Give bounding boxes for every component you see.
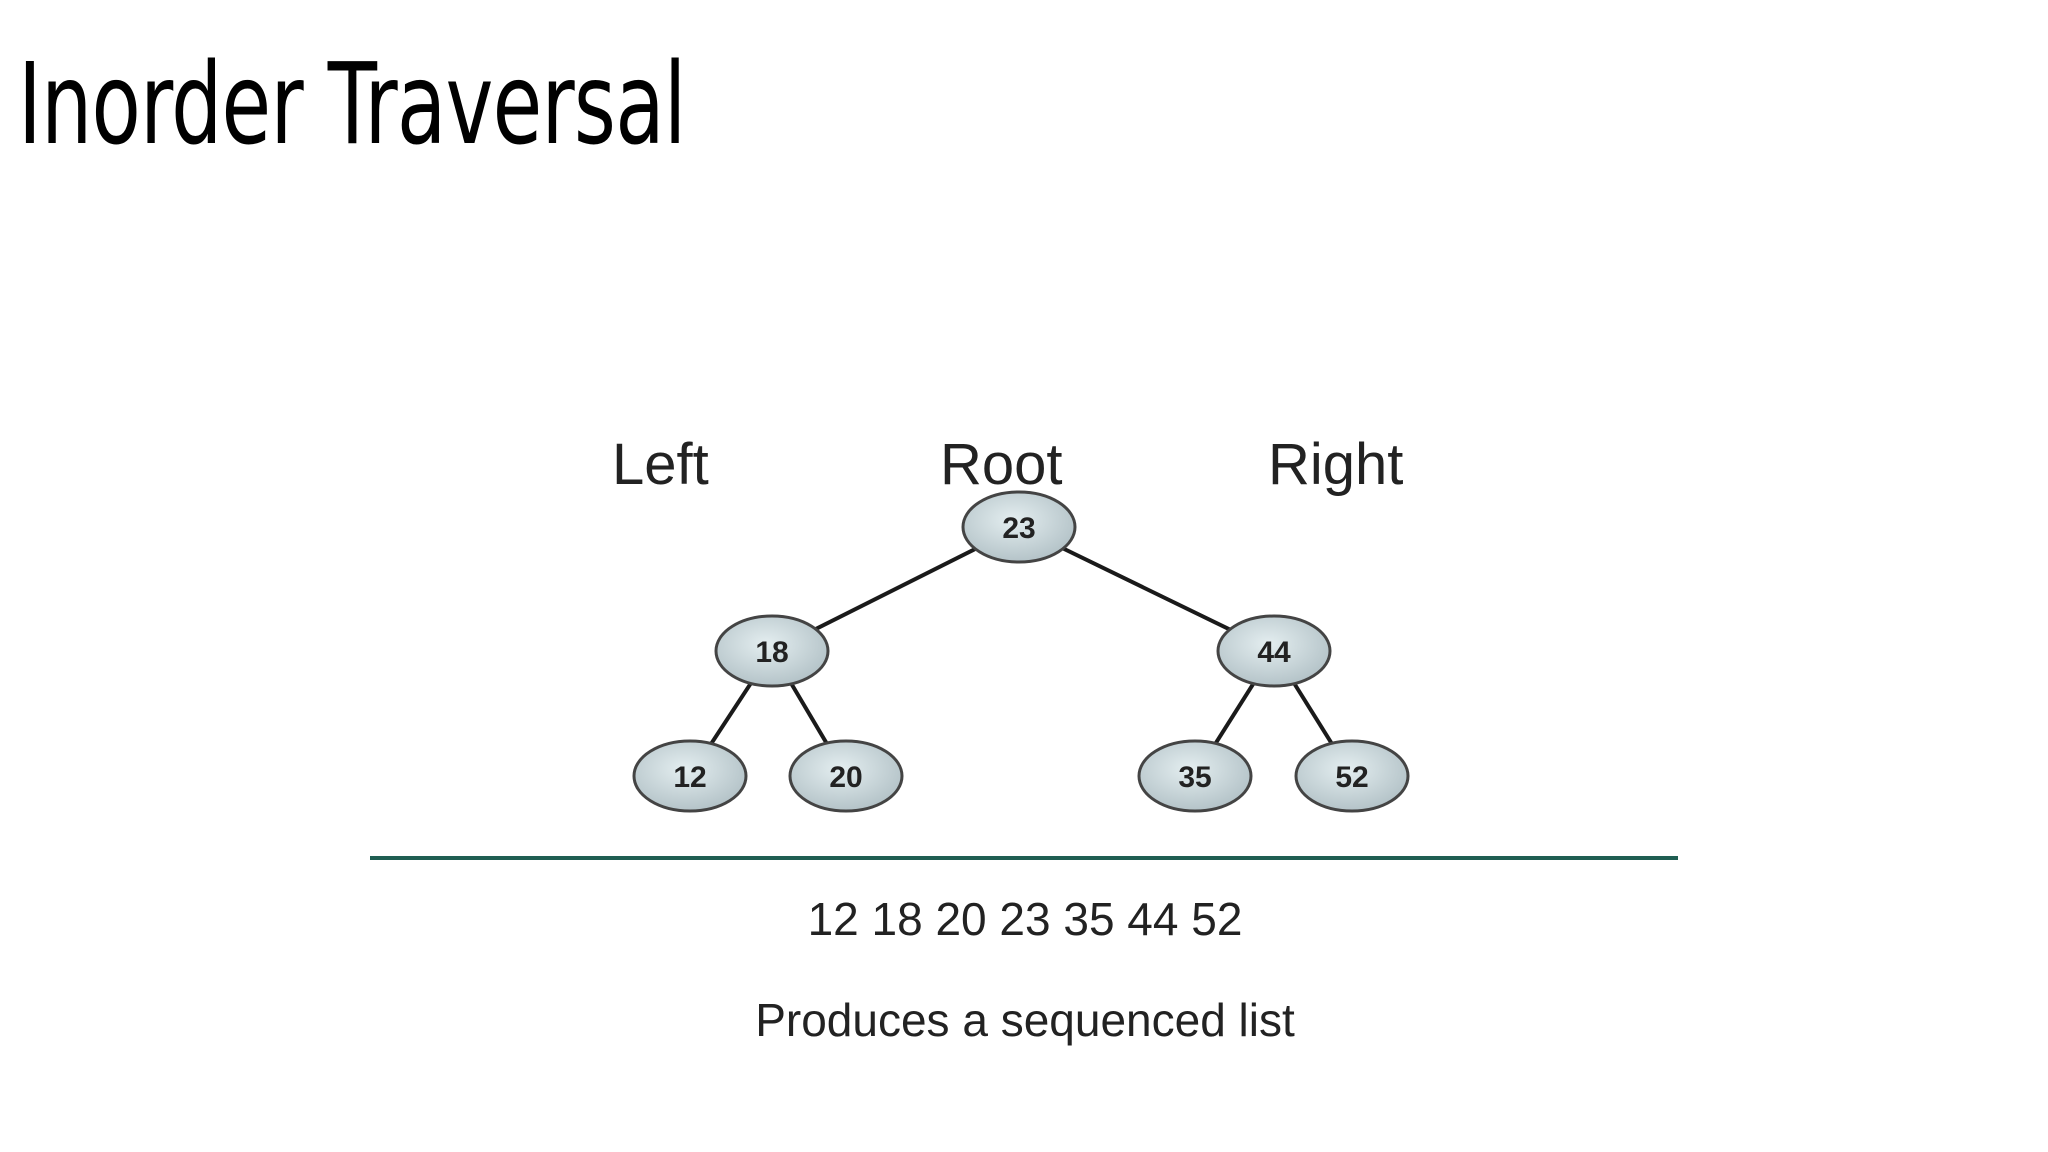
node-ellipse (1294, 739, 1410, 813)
root-label: Root (940, 432, 1063, 497)
node-ellipse (788, 739, 904, 813)
inorder-sequence: 12 18 20 23 35 44 52 (808, 893, 1243, 945)
slide-title: Inorder Traversal (18, 40, 686, 170)
tree-node-52: 52 (1294, 739, 1410, 813)
node-value: 23 (1002, 512, 1035, 545)
tree-node-44: 44 (1216, 614, 1332, 688)
tree-node-18: 18 (714, 614, 830, 688)
node-ellipse (961, 490, 1077, 564)
tree-node-35: 35 (1137, 739, 1253, 813)
node-value: 35 (1178, 761, 1211, 794)
node-value: 52 (1335, 761, 1368, 794)
node-ellipse (714, 614, 830, 688)
node-value: 20 (829, 761, 862, 794)
node-value: 12 (673, 761, 706, 794)
node-ellipse (632, 739, 748, 813)
node-ellipse (1216, 614, 1332, 688)
tree-node-20: 20 (788, 739, 904, 813)
tree-node-23: 23 (961, 490, 1077, 564)
caption: Produces a sequenced list (755, 994, 1295, 1046)
left-label: Left (612, 432, 709, 497)
node-value: 44 (1257, 636, 1291, 669)
node-value: 18 (755, 636, 788, 669)
tree-node-12: 12 (632, 739, 748, 813)
right-label: Right (1268, 432, 1403, 497)
tree-nodes: 23 18 44 12 20 35 52 (632, 490, 1410, 813)
node-ellipse (1137, 739, 1253, 813)
